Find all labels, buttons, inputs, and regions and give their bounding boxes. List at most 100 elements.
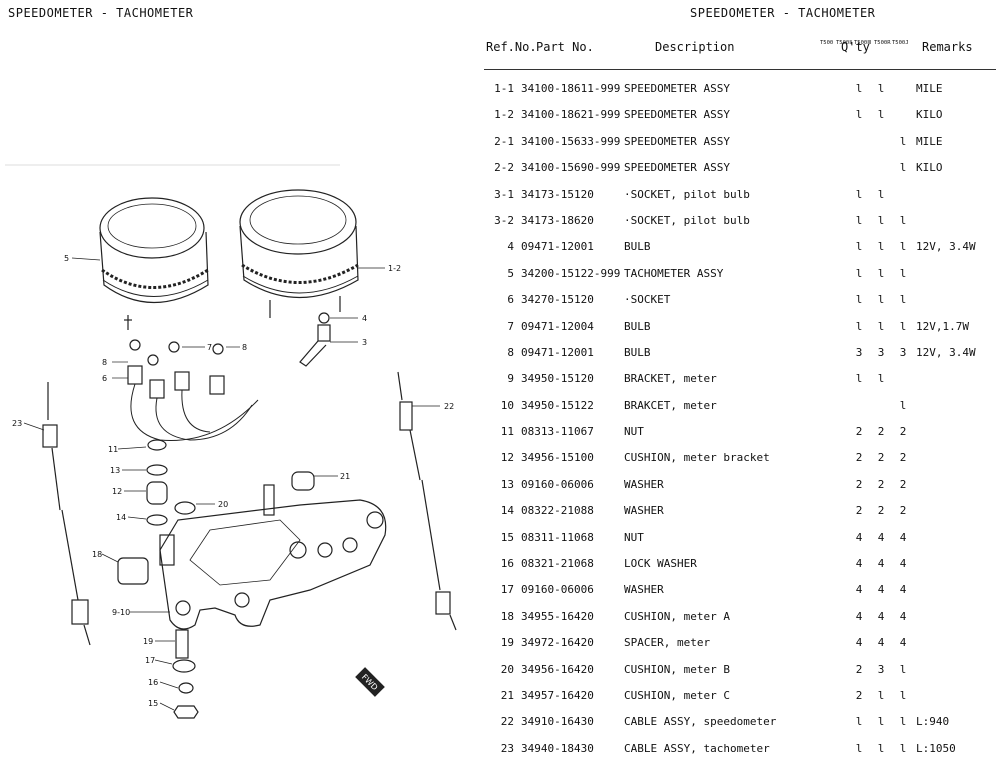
callout-9-10: 9-10 bbox=[112, 608, 130, 617]
cell-qty-1: 4 bbox=[855, 583, 863, 597]
cell-part-no: 34270-15120 bbox=[521, 293, 594, 307]
cell-part-no: 09471-12001 bbox=[521, 345, 594, 359]
callout-20: 20 bbox=[218, 500, 228, 509]
parts-table: Ref.No. Part No. Description Q'ty Remark… bbox=[484, 36, 996, 755]
cell-part-no: 08321-21068 bbox=[521, 557, 594, 571]
cell-description: ·SOCKET, pilot bulb bbox=[624, 213, 750, 227]
cell-ref: 18 bbox=[500, 609, 514, 623]
header-ref: Ref.No. bbox=[486, 40, 537, 54]
cell-qty-1: 4 bbox=[855, 530, 863, 544]
cell-description: SPACER, meter bbox=[624, 636, 711, 650]
cell-description: BRACKET, meter bbox=[624, 372, 717, 386]
cell-qty-2: 4 bbox=[877, 636, 885, 650]
cell-qty-3: l bbox=[899, 240, 907, 254]
cell-qty-3: 3 bbox=[899, 345, 907, 359]
cell-qty-2: l bbox=[877, 715, 885, 729]
cell-qty-3: l bbox=[899, 662, 907, 676]
cell-description: BULB bbox=[624, 319, 651, 333]
qty-model-4: T500R bbox=[874, 40, 891, 46]
cell-qty-2: l bbox=[877, 266, 885, 280]
callout-11: 11 bbox=[108, 445, 118, 454]
cell-ref: 2-1 bbox=[494, 134, 514, 148]
cell-ref: 16 bbox=[500, 557, 514, 571]
cell-qty-1: l bbox=[855, 213, 863, 227]
cell-part-no: 08311-11068 bbox=[521, 530, 594, 544]
header-description: Description bbox=[655, 40, 735, 54]
cell-description: ·SOCKET bbox=[624, 293, 671, 307]
callout-22: 22 bbox=[444, 402, 454, 411]
cell-ref: 4 bbox=[507, 240, 514, 254]
callout-8a: 8 bbox=[102, 358, 107, 367]
cell-description: CABLE ASSY, tachometer bbox=[624, 741, 770, 755]
cell-remarks: KILO bbox=[916, 161, 943, 175]
cell-qty-1: l bbox=[855, 82, 863, 95]
cell-description: WASHER bbox=[624, 583, 664, 597]
cell-remarks: MILE bbox=[916, 134, 943, 148]
cell-qty-2: l bbox=[877, 293, 885, 307]
cell-ref: 11 bbox=[500, 425, 514, 439]
header-rule bbox=[484, 69, 996, 70]
cell-ref: 9 bbox=[507, 372, 514, 386]
cell-qty-1: 4 bbox=[855, 609, 863, 623]
cell-qty-2: l bbox=[877, 187, 885, 201]
cell-description: CUSHION, meter bracket bbox=[624, 451, 770, 465]
cell-remarks: L:1050 bbox=[916, 741, 956, 755]
callout-1-2: 1-2 bbox=[388, 264, 401, 273]
callout-6: 6 bbox=[102, 374, 107, 383]
cell-part-no: 08322-21088 bbox=[521, 504, 594, 518]
cell-qty-3: l bbox=[899, 688, 907, 702]
cell-ref: 17 bbox=[500, 583, 514, 597]
cell-ref: 14 bbox=[500, 504, 514, 518]
meter-bracket-drawing bbox=[159, 484, 387, 630]
cell-part-no: 34100-18611-999 bbox=[521, 82, 621, 95]
cell-remarks: L:940 bbox=[916, 715, 950, 729]
cell-qty-1: l bbox=[855, 187, 863, 201]
cell-description: SPEEDOMETER ASSY bbox=[624, 82, 730, 95]
cell-qty-2: l bbox=[877, 372, 885, 386]
cushion-parts-drawing bbox=[117, 471, 315, 585]
callout-4: 4 bbox=[362, 314, 367, 323]
cell-qty-1: 4 bbox=[855, 557, 863, 571]
cell-part-no: 34100-15633-999 bbox=[521, 134, 621, 148]
cell-qty-1: 3 bbox=[855, 345, 863, 359]
cell-description: CABLE ASSY, speedometer bbox=[624, 715, 777, 729]
cell-description: BULB bbox=[624, 240, 651, 254]
cell-ref: 10 bbox=[500, 398, 514, 412]
cell-qty-1: l bbox=[855, 319, 863, 333]
cell-qty-1: l bbox=[855, 266, 863, 280]
cell-part-no: 34100-15690-999 bbox=[521, 161, 621, 175]
bulbs-and-sockets-drawing bbox=[127, 339, 259, 441]
cell-qty-1: 2 bbox=[855, 662, 863, 676]
cell-qty-3: 4 bbox=[899, 583, 907, 597]
cell-ref: 5 bbox=[507, 266, 514, 280]
qty-model-2: T500Ⅱ bbox=[836, 40, 852, 46]
cell-ref: 15 bbox=[500, 530, 514, 544]
cell-qty-3: 2 bbox=[899, 451, 907, 465]
cell-qty-1: l bbox=[855, 715, 863, 729]
cell-remarks: 12V, 3.4W bbox=[916, 345, 976, 359]
cell-qty-2: l bbox=[877, 213, 885, 227]
cell-qty-2: l bbox=[877, 741, 885, 755]
cell-qty-3: 4 bbox=[899, 609, 907, 623]
table-header: Ref.No. Part No. Description Q'ty Remark… bbox=[484, 36, 996, 70]
cell-qty-2: l bbox=[877, 82, 885, 95]
callout-21: 21 bbox=[340, 472, 350, 481]
cell-qty-2: l bbox=[877, 108, 885, 122]
header-remarks: Remarks bbox=[922, 40, 973, 54]
cell-qty-1: l bbox=[855, 372, 863, 386]
cell-part-no: 34100-18621-999 bbox=[521, 108, 621, 122]
callout-23: 23 bbox=[12, 419, 22, 428]
